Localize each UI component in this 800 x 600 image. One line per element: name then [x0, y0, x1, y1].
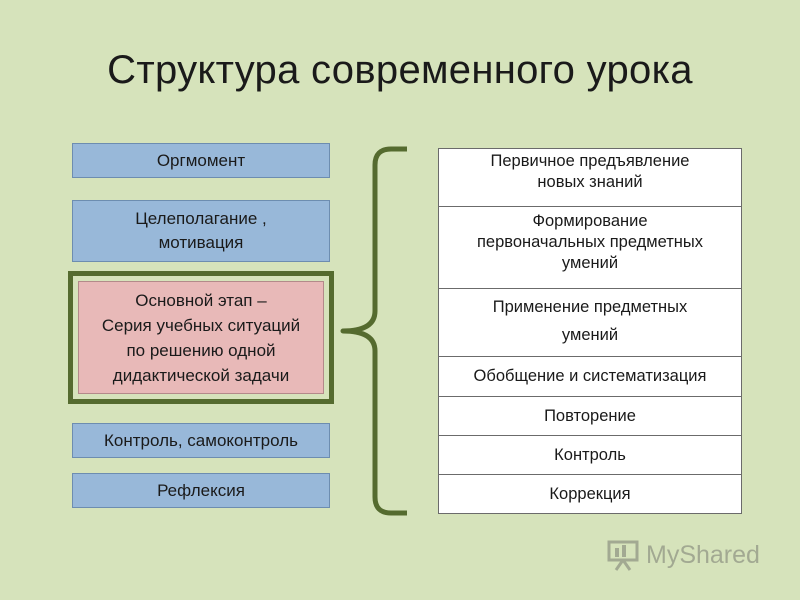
- stage-control: Контроль, самоконтроль: [72, 423, 330, 458]
- substep-label: Обобщение и систематизация: [473, 367, 707, 385]
- page-title: Структура современного урока: [107, 48, 693, 92]
- substep-label: Контроль: [554, 445, 626, 464]
- substep-list: Первичное предъявление новых знаний Форм…: [438, 148, 742, 514]
- substep-label: Коррекция: [549, 484, 631, 503]
- list-item: Первичное предъявление новых знаний: [439, 149, 741, 207]
- substep-label: Первичное предъявление новых знаний: [490, 152, 690, 191]
- stage-orgmoment: Оргмомент: [72, 143, 330, 178]
- watermark-logo: MyShared: [606, 538, 760, 572]
- substep-label: Формирование первоначальных предметных у…: [476, 212, 704, 272]
- list-item: Применение предметных умений: [439, 289, 741, 357]
- stage-label: Целеполагание , мотивация: [135, 209, 267, 252]
- stage-main: Основной этап – Серия учебных ситуаций п…: [78, 281, 324, 394]
- substep-label: Повторение: [544, 406, 636, 425]
- stage-label: Контроль, самоконтроль: [104, 430, 298, 450]
- stage-label: Оргмомент: [156, 150, 246, 170]
- list-item: Коррекция: [439, 475, 741, 513]
- substep-label: Применение предметных умений: [492, 298, 688, 344]
- list-item: Контроль: [439, 436, 741, 475]
- stage-label: Основной этап – Серия учебных ситуаций п…: [101, 290, 301, 385]
- main-stage-frame: Основной этап – Серия учебных ситуаций п…: [68, 271, 334, 404]
- presentation-board-icon: [607, 540, 639, 571]
- stage-label: Рефлексия: [157, 480, 245, 500]
- watermark-text: MyShared: [646, 540, 760, 569]
- curly-brace-icon: [340, 146, 407, 516]
- stage-goal-setting: Целеполагание , мотивация: [72, 200, 330, 262]
- list-item: Обобщение и систематизация: [439, 357, 741, 397]
- stage-reflection: Рефлексия: [72, 473, 330, 508]
- list-item: Формирование первоначальных предметных у…: [439, 207, 741, 289]
- list-item: Повторение: [439, 397, 741, 436]
